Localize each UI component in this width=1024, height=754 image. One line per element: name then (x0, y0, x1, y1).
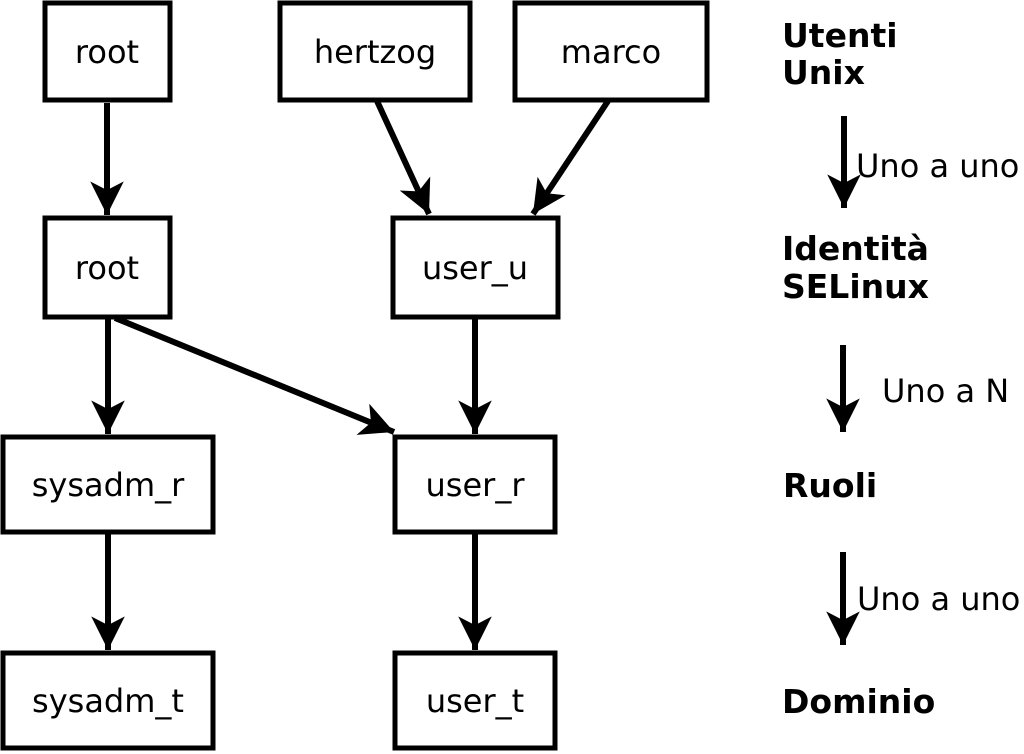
legend-note-uno-a-uno-1: Uno a uno (856, 147, 1019, 185)
node-box-identity-user-u (390, 215, 561, 320)
node-box-role-user-r (392, 434, 558, 535)
nodes-group (0, 0, 710, 751)
edge-identityroot-to-userr (113, 315, 396, 435)
edge-hertzog-to-useru (374, 99, 432, 216)
legend-note-uno-a-n: Uno a N (882, 372, 1009, 410)
edge-marco-to-useru (530, 99, 611, 216)
legend-identity-line1: Identità (782, 229, 929, 268)
node-label-identity-user-u: user_u (422, 249, 528, 287)
legend-group: Utenti Unix Uno a uno Identità SELinux U… (782, 16, 1020, 721)
node-box-domain-user-t (392, 650, 558, 751)
node-box-role-sysadm-r (0, 434, 216, 535)
node-label-unix-marco: marco (561, 33, 661, 71)
node-label-role-user-r: user_r (426, 466, 526, 504)
node-box-domain-sysadm-t (0, 650, 216, 751)
node-label-identity-root: root (75, 249, 139, 287)
node-box-identity-root (42, 215, 173, 320)
node-label-unix-hertzog: hertzog (314, 33, 436, 71)
node-label-role-sysadm-r: sysadm_r (32, 466, 185, 504)
legend-roles: Ruoli (783, 466, 877, 505)
node-box-unix-root (42, 0, 173, 103)
node-label-unix-root: root (75, 33, 139, 71)
node-labels-group: root hertzog marco root user_u sysadm_r … (32, 33, 661, 720)
legend-unix-users-line1: Utenti (782, 16, 898, 55)
legend-domain: Dominio (782, 682, 935, 721)
node-box-unix-marco (512, 0, 710, 103)
edges-group (90, 99, 611, 650)
legend-identity-line2: SELinux (782, 267, 929, 306)
node-label-domain-user-t: user_t (426, 682, 524, 720)
legend-note-uno-a-uno-2: Uno a uno (857, 580, 1020, 618)
node-label-domain-sysadm-t: sysadm_t (32, 682, 184, 720)
node-box-unix-hertzog (277, 0, 473, 103)
legend-unix-users-line2: Unix (782, 53, 865, 92)
